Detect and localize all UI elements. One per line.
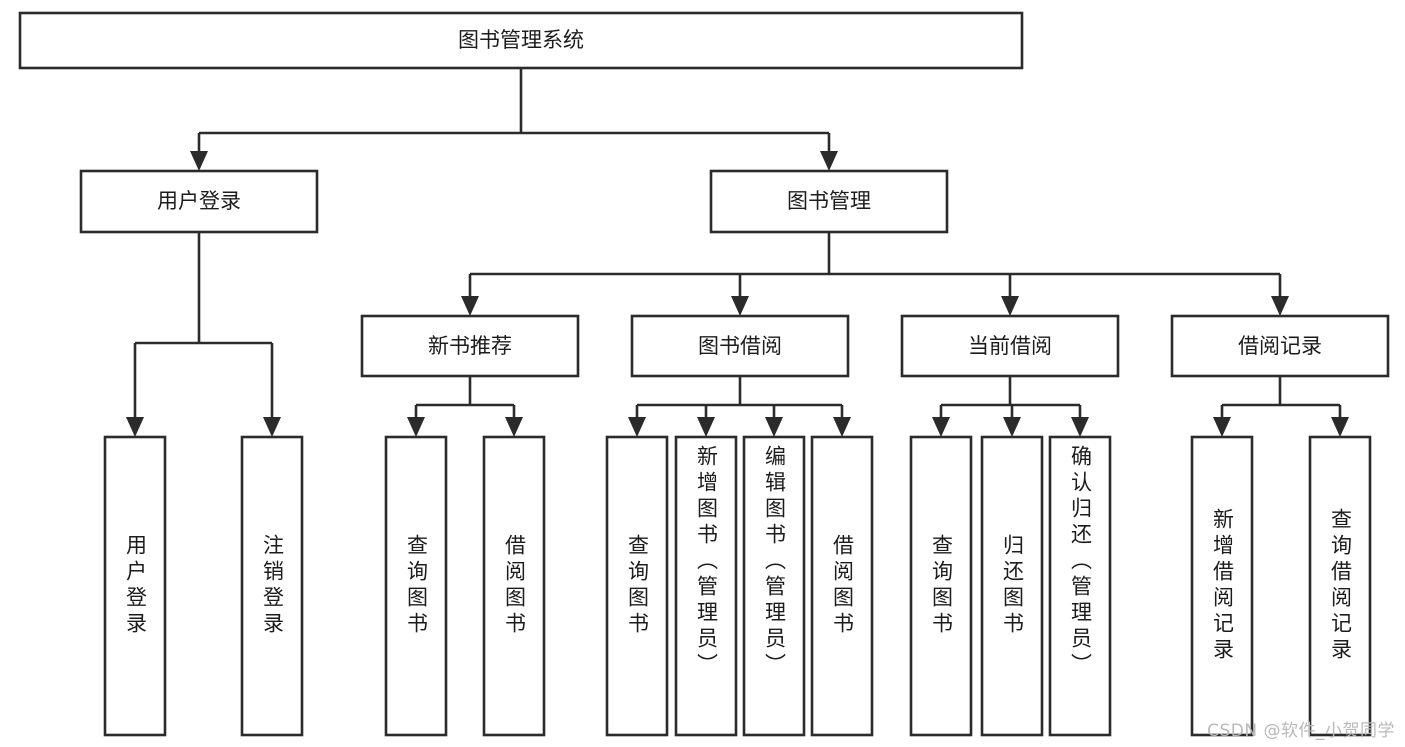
node-box-recommend-borrow-book[interactable] xyxy=(482,435,546,737)
arrow-to-borrow-query-book xyxy=(628,417,646,437)
node-label-new-book-recommend: 新书推荐 xyxy=(428,334,512,358)
arrow-to-current-query-book xyxy=(932,417,950,437)
watermark-text: CSDN @软件_小贺同学 xyxy=(1207,721,1395,741)
arrow-to-record-add xyxy=(1213,417,1231,437)
node-box-user-login[interactable] xyxy=(79,169,319,234)
node-box-current-confirm-return[interactable] xyxy=(1048,435,1112,737)
arrow-to-record-query xyxy=(1331,417,1349,437)
node-box-record-add[interactable] xyxy=(1190,435,1254,737)
arrow-to-current-confirm-return xyxy=(1071,417,1089,437)
node-label-user-login: 用户登录 xyxy=(157,189,241,213)
arrow-to-login-user xyxy=(126,417,144,437)
connector-lines xyxy=(133,68,1342,417)
node-box-borrow-borrow-book[interactable] xyxy=(810,435,874,737)
node-box-root[interactable] xyxy=(18,11,1024,70)
node-box-borrow-query-book[interactable] xyxy=(605,435,669,737)
node-box-logout-user[interactable] xyxy=(240,435,304,737)
node-box-borrow-records[interactable] xyxy=(1170,314,1390,378)
node-label-book-borrow: 图书借阅 xyxy=(698,334,782,358)
arrow-to-book-management xyxy=(820,151,838,171)
node-box-current-return-book[interactable] xyxy=(980,435,1044,737)
arrow-to-logout-user xyxy=(263,417,281,437)
arrow-to-recommend-borrow-book xyxy=(505,417,523,437)
node-box-book-borrow[interactable] xyxy=(630,314,850,378)
node-box-borrow-edit-book[interactable] xyxy=(742,435,806,737)
arrow-to-recommend-query-book xyxy=(407,417,425,437)
node-label-borrow-records: 借阅记录 xyxy=(1238,334,1322,358)
node-box-new-book-recommend[interactable] xyxy=(360,314,580,378)
node-box-current-borrow[interactable] xyxy=(900,314,1120,378)
node-boxes: 图书管理系统 用户登录 图书管理 新书推荐 图书借阅 当前借阅 借阅记录 xyxy=(18,11,1390,737)
arrow-to-borrow-edit-book xyxy=(765,417,783,437)
arrow-to-new-book-recommend xyxy=(461,296,479,316)
node-box-current-query-book[interactable] xyxy=(909,435,973,737)
node-label-root: 图书管理系统 xyxy=(458,28,584,52)
arrow-to-borrow-borrow-book xyxy=(833,417,851,437)
node-label-current-borrow: 当前借阅 xyxy=(968,334,1052,358)
arrow-to-user-login xyxy=(190,151,208,171)
arrow-to-book-borrow xyxy=(731,296,749,316)
arrow-to-current-return-book xyxy=(1003,417,1021,437)
node-box-book-management[interactable] xyxy=(709,169,949,234)
arrow-to-borrow-add-book xyxy=(697,417,715,437)
node-box-recommend-query-book[interactable] xyxy=(384,435,448,737)
node-box-record-query[interactable] xyxy=(1308,435,1372,737)
node-box-login-user[interactable] xyxy=(103,435,167,737)
node-box-borrow-add-book[interactable] xyxy=(674,435,738,737)
arrow-to-current-borrow xyxy=(1001,296,1019,316)
arrow-to-borrow-records xyxy=(1271,296,1289,316)
node-label-book-management: 图书管理 xyxy=(787,189,871,213)
